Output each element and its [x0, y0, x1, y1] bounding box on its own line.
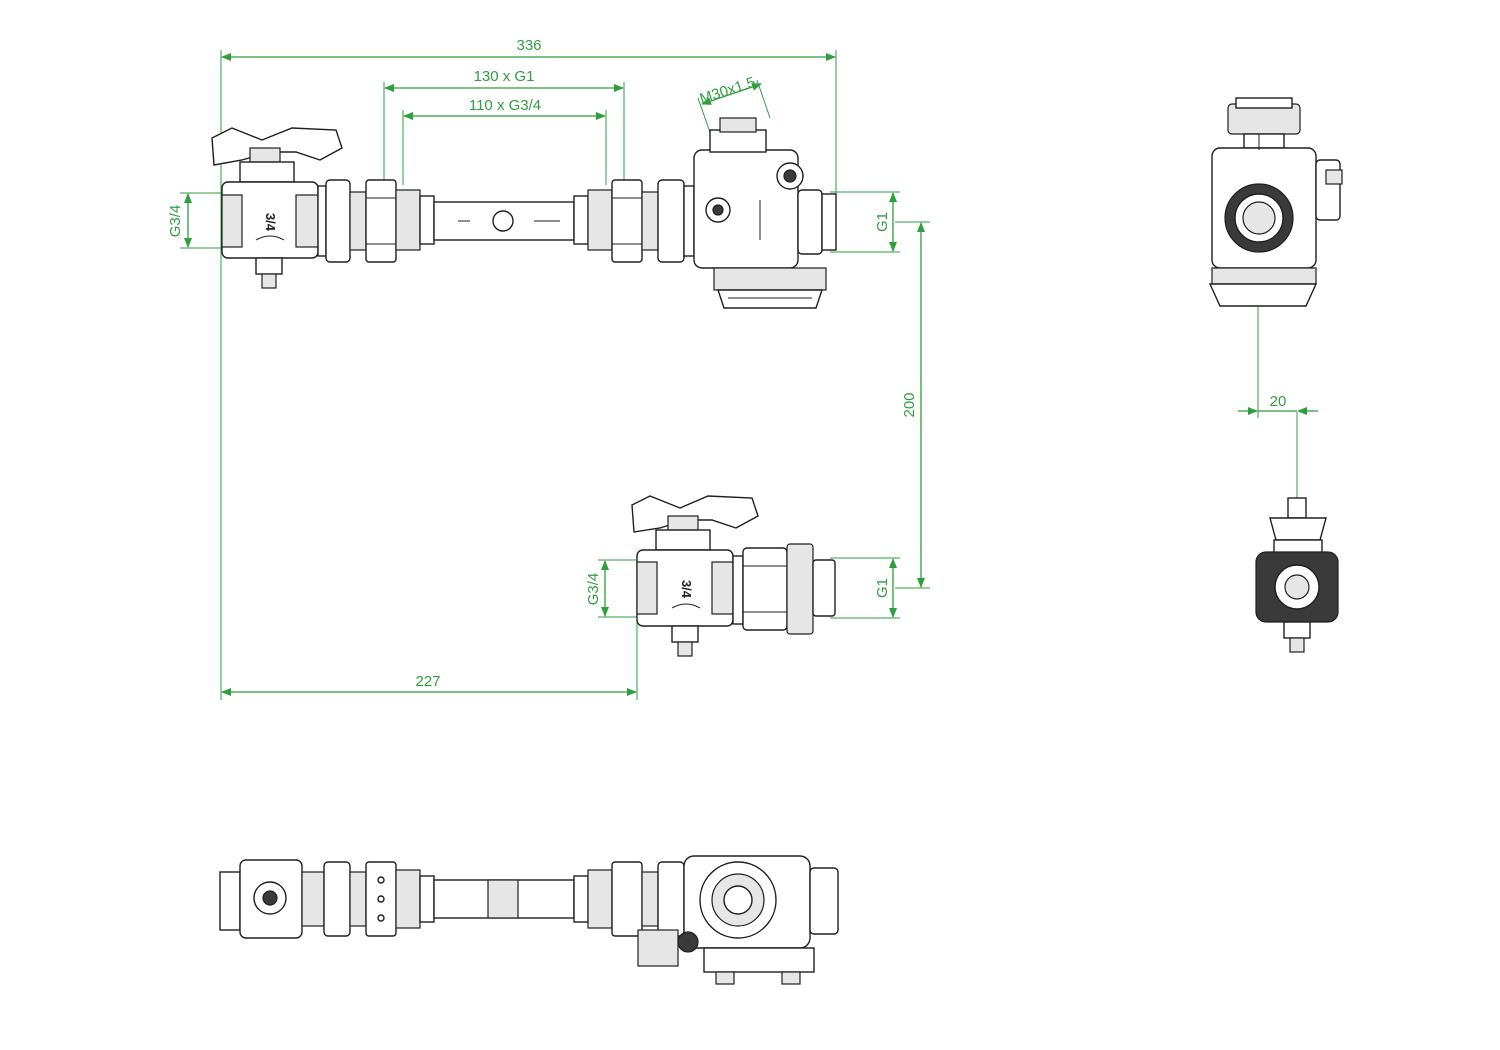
plan-view [219, 855, 839, 985]
dim-336-label: 336 [516, 37, 541, 54]
dim-g34-bottom-label: G3/4 [585, 573, 602, 606]
dim-20-label: 20 [1270, 393, 1287, 410]
dim-g1-bottom-label: G1 [874, 578, 891, 598]
dim-227-label: 227 [415, 673, 440, 690]
valve-size-top: 3/4 [263, 213, 278, 232]
front-view-top-assembly: 3/4 [211, 117, 837, 309]
dim-130-label: 130 x G1 [474, 68, 535, 85]
side-view-bottom [1255, 497, 1339, 653]
dim-m30-label: M30x1.5 [698, 74, 758, 108]
dim-g1-top-label: G1 [874, 212, 891, 232]
valve-size-bottom: 3/4 [679, 580, 694, 599]
side-view-top [1208, 97, 1343, 307]
front-view-return-assembly: 3/4 [631, 495, 836, 657]
dim-g34-top-label: G3/4 [167, 205, 184, 238]
dim-200-label: 200 [901, 392, 918, 417]
dim-110-label: 110 x G3/4 [469, 97, 541, 114]
